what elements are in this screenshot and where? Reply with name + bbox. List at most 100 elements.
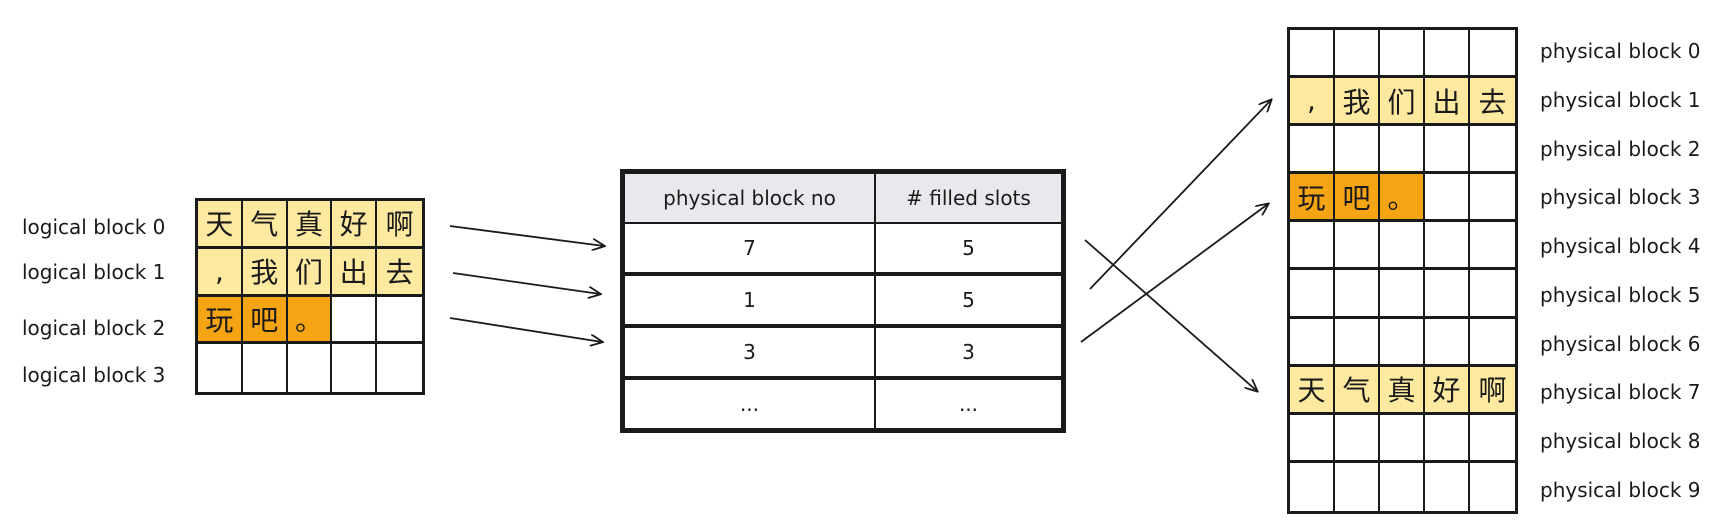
- physical-block-slot: 们: [1380, 78, 1425, 127]
- arrow-logical-0-to-table: [449, 225, 604, 246]
- physical-block-slot: [1470, 126, 1515, 175]
- physical-block-slot: 我: [1335, 78, 1380, 127]
- logical-block-slot: [377, 297, 422, 345]
- block-table-cell: 5: [874, 222, 1063, 275]
- physical-block-label-0: physical block 0: [1540, 39, 1701, 64]
- physical-block-slot: [1425, 270, 1470, 319]
- physical-block-slot: [1335, 462, 1380, 511]
- block-table-row: 3 3: [623, 324, 1063, 379]
- physical-block-slot: [1335, 30, 1380, 79]
- logical-block-slot: 气: [242, 201, 288, 249]
- logical-block-slot: [243, 344, 288, 392]
- block-table-cell: 7: [623, 222, 876, 275]
- physical-block-slot: [1425, 30, 1470, 79]
- block-table-cell: 5: [874, 272, 1063, 327]
- block-table-cell: ...: [623, 376, 876, 430]
- physical-block-slot: [1290, 270, 1335, 319]
- arrow-table-row2-to-physical-3: [1080, 204, 1268, 343]
- physical-block-slot: [1380, 222, 1425, 271]
- physical-block-slot: 。: [1380, 174, 1425, 223]
- logical-kv-blocks-grid: 天气真好啊,我们出去玩吧。: [195, 198, 425, 395]
- physical-block-slot: [1290, 222, 1335, 271]
- physical-block-slot: [1380, 30, 1425, 79]
- physical-block-slot: [1380, 318, 1425, 367]
- physical-block-slot: [1425, 414, 1470, 463]
- physical-block-slot: [1380, 414, 1425, 463]
- physical-block-slot: [1470, 270, 1515, 319]
- logical-block-slot: [198, 344, 243, 392]
- arrow-table-row1-to-physical-1: [1089, 100, 1271, 290]
- physical-block-slot: [1470, 30, 1515, 79]
- logical-block-label-2: logical block 2: [22, 316, 166, 340]
- physical-block-slot: [1470, 174, 1515, 223]
- logical-block-slot: 出: [332, 248, 378, 297]
- block-table-cell: 1: [623, 272, 876, 327]
- physical-block-slot: [1335, 222, 1380, 271]
- physical-block-slot: [1380, 126, 1425, 175]
- block-table-row: 1 5: [623, 272, 1063, 327]
- physical-block-slot: [1290, 318, 1335, 367]
- block-table-cell: 3: [874, 324, 1063, 379]
- physical-block-slot: [1470, 319, 1515, 367]
- physical-block-label-6: physical block 6: [1540, 331, 1701, 356]
- physical-block-label-4: physical block 4: [1540, 234, 1701, 259]
- physical-block-slot: 天: [1290, 366, 1335, 415]
- physical-block-slot: [1425, 222, 1470, 271]
- logical-block-label-1: logical block 1: [22, 260, 166, 284]
- logical-block-slot: [288, 344, 333, 392]
- block-table-row: ... ...: [623, 376, 1063, 430]
- logical-block-label-0: logical block 0: [22, 215, 166, 239]
- physical-block-label-1: physical block 1: [1540, 88, 1701, 113]
- block-table-cell: 3: [623, 324, 876, 379]
- physical-block-label-8: physical block 8: [1540, 428, 1701, 453]
- physical-block-slot: [1335, 270, 1380, 319]
- logical-block-slot: 去: [377, 248, 422, 297]
- logical-block-slot: 玩: [198, 296, 243, 345]
- physical-block-label-9: physical block 9: [1540, 477, 1701, 502]
- physical-block-label-5: physical block 5: [1540, 282, 1701, 307]
- physical-block-slot: [1290, 462, 1335, 511]
- physical-block-label-7: physical block 7: [1540, 380, 1701, 405]
- physical-block-slot: [1470, 415, 1515, 463]
- physical-block-slot: 去: [1470, 78, 1515, 127]
- physical-block-label-3: physical block 3: [1540, 185, 1701, 210]
- physical-kv-blocks-grid: ,我们出去玩吧。天气真好啊: [1287, 27, 1518, 514]
- logical-block-slot: 我: [242, 248, 288, 297]
- logical-block-slot: [332, 344, 378, 392]
- physical-block-slot: [1425, 174, 1470, 223]
- block-table-cell: ...: [874, 376, 1063, 430]
- logical-block-label-3: logical block 3: [22, 363, 166, 387]
- physical-block-slot: [1380, 462, 1425, 511]
- block-table-row: 7 5: [623, 222, 1063, 275]
- physical-block-slot: [1470, 222, 1515, 271]
- physical-block-slot: [1290, 30, 1335, 79]
- physical-block-slot: 啊: [1470, 366, 1515, 415]
- block-table-header-filled-slots: # filled slots: [874, 172, 1063, 224]
- physical-block-slot: 出: [1425, 78, 1470, 127]
- physical-block-slot: 吧: [1335, 174, 1380, 223]
- physical-block-slot: [1380, 270, 1425, 319]
- logical-block-slot: [332, 296, 378, 345]
- physical-block-slot: [1290, 126, 1335, 175]
- physical-block-slot: [1425, 318, 1470, 367]
- logical-block-slot: 好: [332, 201, 378, 249]
- arrow-logical-2-to-table: [449, 317, 602, 342]
- physical-block-slot: 好: [1425, 366, 1470, 415]
- physical-block-slot: [1335, 318, 1380, 367]
- arrow-logical-1-to-table: [452, 272, 600, 294]
- physical-block-slot: [1425, 462, 1470, 511]
- block-table-header-physical-block-no: physical block no: [623, 172, 876, 224]
- physical-block-slot: [1335, 414, 1380, 463]
- physical-block-label-2: physical block 2: [1540, 136, 1701, 161]
- physical-block-slot: ,: [1290, 78, 1335, 127]
- physical-block-slot: 真: [1380, 366, 1425, 415]
- physical-block-slot: 玩: [1290, 174, 1335, 223]
- logical-block-slot: 们: [287, 248, 333, 297]
- logical-block-slot: ,: [198, 248, 243, 297]
- physical-block-slot: [1335, 126, 1380, 175]
- physical-block-slot: 气: [1335, 366, 1380, 415]
- logical-block-slot: 吧: [242, 296, 288, 345]
- arrow-table-row0-to-physical-7: [1084, 239, 1257, 391]
- logical-block-slot: 。: [287, 296, 333, 345]
